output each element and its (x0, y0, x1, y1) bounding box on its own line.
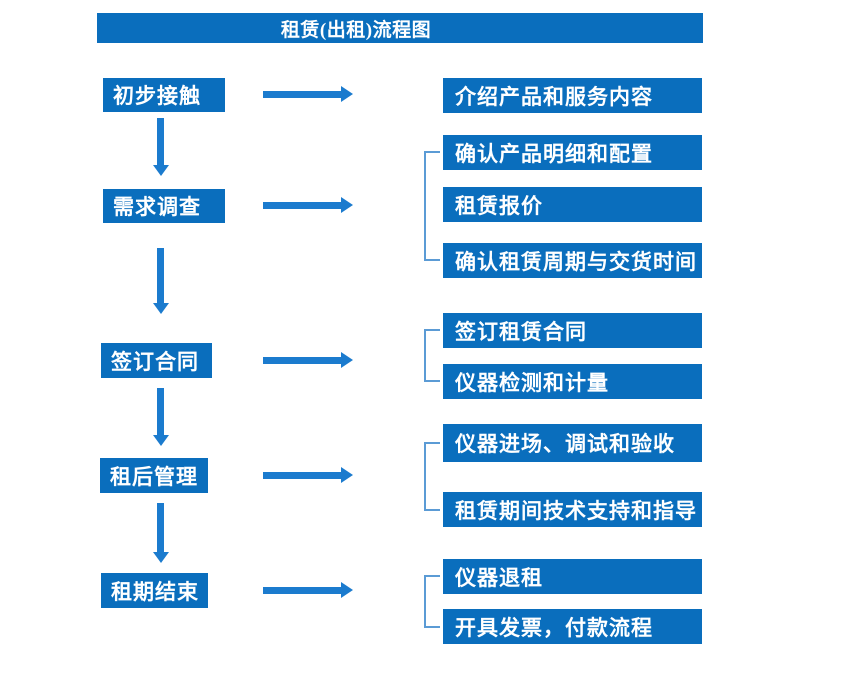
down-arrow-connector-1 (152, 118, 169, 176)
detail-box-rental-quotation: 租赁报价 (443, 187, 702, 222)
detail-box-invoice-payment: 开具发票，付款流程 (443, 609, 702, 644)
detail-box-sign-rental-contract: 签订租赁合同 (443, 313, 702, 348)
detail-box-introduce-products: 介绍产品和服务内容 (443, 78, 702, 113)
step-box-rental-end: 租期结束 (101, 573, 208, 608)
bracket-connector-1 (424, 151, 440, 261)
down-arrow-connector-4 (152, 503, 169, 563)
right-arrow-connector-1 (263, 86, 353, 102)
down-arrow-connector-3 (152, 388, 169, 446)
bracket-connector-3 (424, 442, 440, 511)
right-arrow-connector-2 (263, 197, 353, 213)
step-box-initial-contact: 初步接触 (103, 78, 225, 112)
page-title: 租赁(出租)流程图 (280, 19, 432, 41)
detail-box-instrument-testing: 仪器检测和计量 (443, 364, 702, 399)
right-arrow-connector-4 (263, 467, 353, 483)
detail-box-confirm-product-details: 确认产品明细和配置 (443, 135, 702, 170)
bracket-connector-2 (424, 329, 440, 382)
down-arrow-connector-2 (152, 248, 169, 314)
detail-box-technical-support: 租赁期间技术支持和指导 (443, 492, 702, 527)
right-arrow-connector-3 (263, 352, 353, 368)
bracket-connector-4 (424, 575, 440, 628)
detail-box-instrument-setup-acceptance: 仪器进场、调试和验收 (443, 424, 702, 462)
detail-box-confirm-rental-period: 确认租赁周期与交货时间 (443, 243, 702, 278)
step-box-sign-contract: 签订合同 (101, 343, 212, 378)
detail-box-instrument-return: 仪器退租 (443, 559, 702, 594)
title-bar: 租赁(出租)流程图 (97, 13, 703, 43)
step-box-post-rental-management: 租后管理 (100, 458, 208, 493)
right-arrow-connector-5 (263, 582, 353, 598)
step-box-demand-survey: 需求调查 (103, 189, 225, 223)
